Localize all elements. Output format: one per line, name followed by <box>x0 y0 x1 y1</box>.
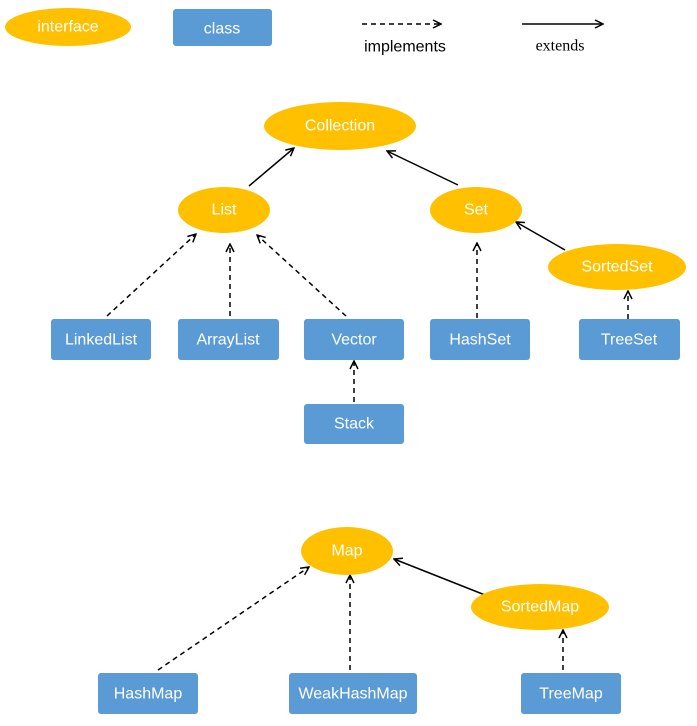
legend-interface: interface <box>5 8 131 46</box>
edge-set-collection <box>387 151 459 186</box>
node-stack: Stack <box>304 404 404 444</box>
node-treemap-label: TreeMap <box>539 686 603 703</box>
node-list: List <box>178 187 270 233</box>
legend-class-label: class <box>204 21 240 38</box>
legend-implements-label: implements <box>364 39 446 56</box>
legend-class: class <box>173 9 272 46</box>
node-vector-label: Vector <box>331 332 377 349</box>
node-sortedmap-label: SortedMap <box>501 599 579 616</box>
node-collection: Collection <box>264 102 416 150</box>
node-map: Map <box>301 527 393 575</box>
node-set-label: Set <box>464 202 489 219</box>
node-sortedmap: SortedMap <box>471 584 609 630</box>
node-map-label: Map <box>331 543 362 560</box>
node-linkedlist-label: LinkedList <box>65 332 138 349</box>
legend-implements: implements <box>362 24 446 56</box>
node-hashmap: HashMap <box>98 673 198 714</box>
legend-extends-label: extends <box>536 38 585 55</box>
node-hashmap-label: HashMap <box>114 686 183 703</box>
edge-list-collection <box>248 148 294 187</box>
node-arraylist: ArrayList <box>178 319 279 360</box>
legend: interface class implements extends <box>5 8 603 56</box>
node-treeset: TreeSet <box>579 319 680 360</box>
node-stack-label: Stack <box>334 416 375 433</box>
edge-vector-list <box>257 235 347 317</box>
edges <box>106 148 628 671</box>
node-list-label: List <box>212 202 237 219</box>
edge-hashmap-map <box>157 567 309 671</box>
legend-extends: extends <box>522 24 603 55</box>
edge-sortedmap-map <box>394 559 486 596</box>
node-arraylist-label: ArrayList <box>196 332 260 349</box>
node-weakhashmap-label: WeakHashMap <box>298 686 407 703</box>
edge-linkedlist-list <box>106 234 196 317</box>
node-sortedset-label: SortedSet <box>581 259 653 276</box>
node-hashset-label: HashSet <box>449 332 511 349</box>
legend-interface-label: interface <box>37 19 98 36</box>
node-set: Set <box>430 187 522 233</box>
node-treeset-label: TreeSet <box>601 332 658 349</box>
node-sortedset: SortedSet <box>548 244 686 290</box>
node-weakhashmap: WeakHashMap <box>289 673 417 714</box>
node-linkedlist: LinkedList <box>51 319 151 360</box>
node-vector: Vector <box>304 319 404 360</box>
edge-sortedset-set <box>516 222 566 251</box>
node-treemap: TreeMap <box>521 673 621 714</box>
node-collection-label: Collection <box>305 118 375 135</box>
node-hashset: HashSet <box>430 319 530 360</box>
